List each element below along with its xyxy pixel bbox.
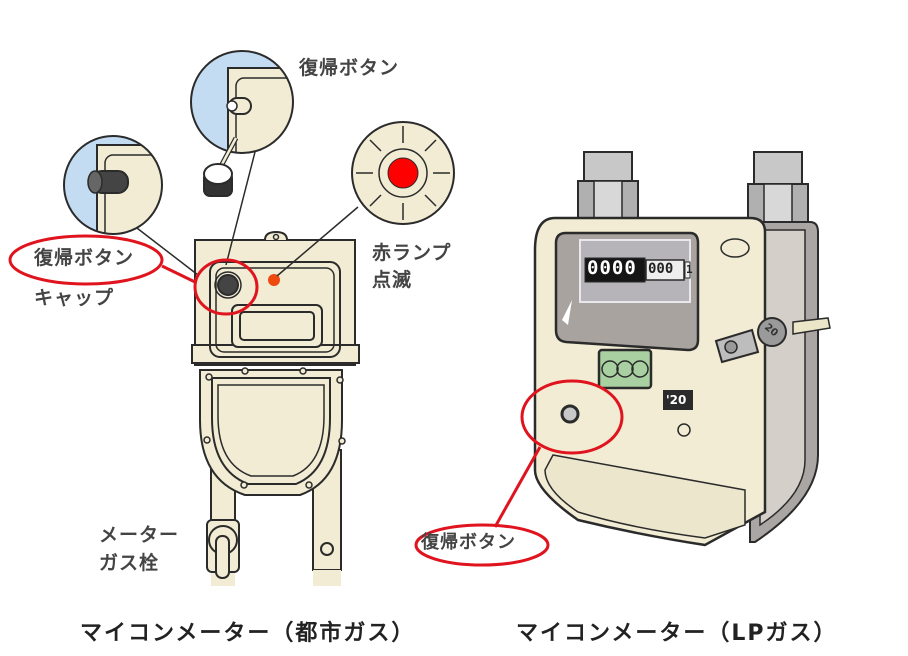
highlight-reset-cap-label [8,234,164,286]
label-reset-cap-line1: 復帰ボタン [34,247,135,269]
caption-lp-gas: マイコンメーター（LPガス） [516,621,838,646]
zoom-circle-reset-cap [63,135,163,235]
zoom-circle-red-lamp [351,121,455,225]
label-red-lamp-line1: 赤ランプ [372,242,452,264]
highlight-reset-button-lp [520,379,624,455]
pipe-fitting-right [747,151,809,225]
green-indicator-panel [597,348,653,390]
label-valve-line2: ガス栓 [99,552,160,574]
year-plate [663,390,693,410]
city-gas-meter [8,50,455,586]
seal-tag [714,317,831,364]
label-reset-button-lp: 復帰ボタン [421,532,516,553]
lp-gas-meter [414,151,831,567]
zoom-circle-reset-button [190,50,294,154]
highlight-reset-cap-on-meter [193,258,259,316]
reset-button-lp [560,404,580,424]
label-reset-button: 復帰ボタン [299,57,400,79]
counter-window [231,304,323,348]
hanging-cap [203,136,239,197]
label-red-lamp-line2: 点滅 [372,269,413,291]
seal-disc [757,317,787,347]
label-valve-line1: メーター [99,524,180,546]
highlight-reset-button-lp-label [414,523,550,567]
cover-screws [203,367,346,489]
counter-sub-box [645,259,685,281]
counter-main-digits: 0000 [587,257,637,279]
counter-sub-digits: 000 [648,261,674,277]
label-reset-cap-line2: キャップ [34,287,115,309]
pipe-fitting-left [577,151,639,220]
reset-button-cap-small [217,274,239,296]
year-plate-text: '20 [666,393,687,407]
red-lamp-small [268,274,280,286]
counter-last-digit: 1 [686,263,693,276]
red-lamp-large [387,157,419,189]
meter-gas-valve [206,519,240,579]
caption-city-gas: マイコンメーター（都市ガス） [80,621,416,646]
indicator-circles [601,360,649,378]
counter-main-box [584,257,646,283]
